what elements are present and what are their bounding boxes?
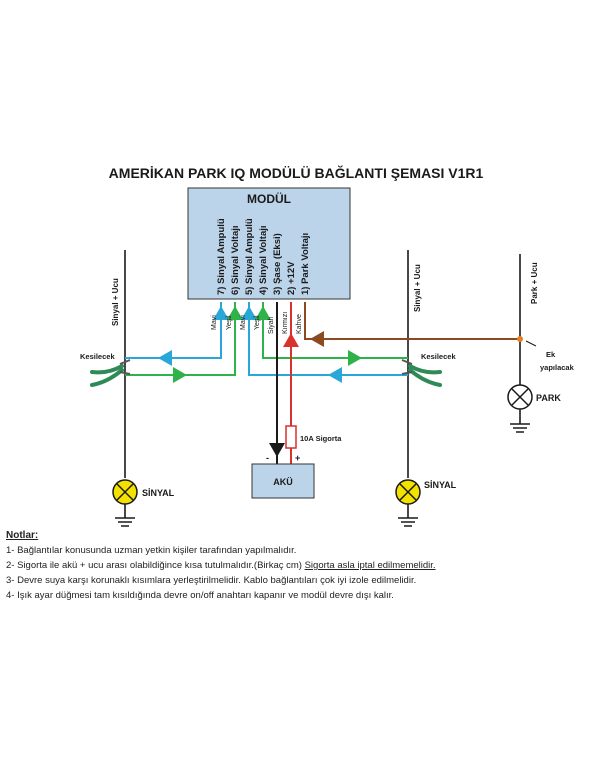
blue-wire-right [241, 302, 408, 383]
note-4: 4- Işık ayar düğmesi tam kısıldığında de… [6, 588, 586, 603]
label-sigorta: 10A Sigorta [300, 434, 342, 443]
label-sinyal-left: SİNYAL [142, 488, 175, 498]
signal-lamp-icon-left [112, 479, 138, 518]
pliers-icon-right [401, 359, 442, 387]
note-3-text: 3- Devre suya karşı korunaklı kısımlara … [6, 575, 417, 586]
diagram-title: AMERİKAN PARK IQ MODÜLÜ BAĞLANTI ŞEMASI … [109, 164, 484, 181]
label-park: PARK [536, 393, 561, 403]
wire-label-mavi-left: Mavi [211, 315, 218, 330]
park-lamp-icon [507, 384, 533, 424]
note-4-text: 4- Işık ayar düğmesi tam kısıldığında de… [6, 590, 394, 601]
ground-icon-park [510, 423, 530, 433]
note-1-text: 1- Bağlantılar konusunda uzman yetkin ki… [6, 545, 297, 556]
pin-6: 6) Sinyal Voltajı [230, 225, 241, 295]
label-yapilacak: yapılacak [540, 363, 575, 372]
label-sinyal-ucu-right: Sinyal + Ucu [413, 264, 422, 312]
pin-3: 3) Şase (Eksi) [272, 233, 283, 295]
blue-wire-left [125, 302, 229, 366]
signal-lamp-icon-right [395, 479, 421, 518]
pliers-icon-left [90, 359, 131, 387]
brown-park-wire [304, 302, 523, 347]
battery-plus: + [295, 453, 300, 463]
module-title: MODÜL [247, 191, 291, 206]
label-kesilecek-left: Kesilecek [80, 352, 115, 361]
battery-minus: - [266, 453, 269, 463]
green-wire-left [125, 302, 243, 383]
pin-1: 1) Park Voltajı [300, 233, 311, 295]
notes-header: Notlar: [6, 530, 39, 541]
wire-label-kahve: Kahve [296, 314, 303, 334]
label-aku: AKÜ [273, 477, 293, 487]
pin-7: 7) Sinyal Ampulü [216, 218, 227, 295]
label-park-ucu: Park + Ucu [530, 262, 539, 304]
module-pins: 7) Sinyal Ampulü 6) Sinyal Voltajı 5) Si… [216, 218, 311, 295]
note-1: 1- Bağlantılar konusunda uzman yetkin ki… [6, 543, 586, 558]
note-2-text: 2- Sigorta ile akü + ucu arası olabildiğ… [6, 560, 305, 571]
note-3: 3- Devre suya karşı korunaklı kısımlara … [6, 573, 586, 588]
pin-4: 4) Sinyal Voltajı [258, 225, 269, 295]
battery-box [251, 463, 315, 499]
wire-label-mavi-right: Mavi [240, 315, 247, 330]
fuse-icon [285, 425, 297, 449]
label-sinyal-ucu-left: Sinyal + Ucu [111, 278, 120, 326]
ground-icon-left [115, 517, 135, 527]
notes-section: Notlar: 1- Bağlantılar konusunda uzman y… [6, 528, 586, 603]
module-box [187, 187, 351, 300]
wire-label-kirmizi: Kırmızı [282, 312, 289, 334]
ground-icon-right [398, 517, 418, 527]
ek-pointer [525, 340, 537, 347]
label-kesilecek-right: Kesilecek [421, 352, 456, 361]
wire-label-siyah: Siyah [268, 316, 275, 334]
note-2: 2- Sigorta ile akü + ucu arası olabildiğ… [6, 558, 586, 573]
pin-2: 2) +12V [286, 261, 297, 295]
pin-5: 5) Sinyal Ampulü [244, 218, 255, 295]
label-sinyal-right: SİNYAL [424, 480, 457, 490]
green-wire-right [255, 302, 408, 366]
wire-label-yesil-left: Yeşil [226, 315, 233, 330]
note-2-emphasis: Sigorta asla iptal edilmemelidir. [304, 560, 436, 571]
label-ek: Ek [546, 350, 556, 359]
wire-label-yesil-right: Yeşil [254, 315, 261, 330]
